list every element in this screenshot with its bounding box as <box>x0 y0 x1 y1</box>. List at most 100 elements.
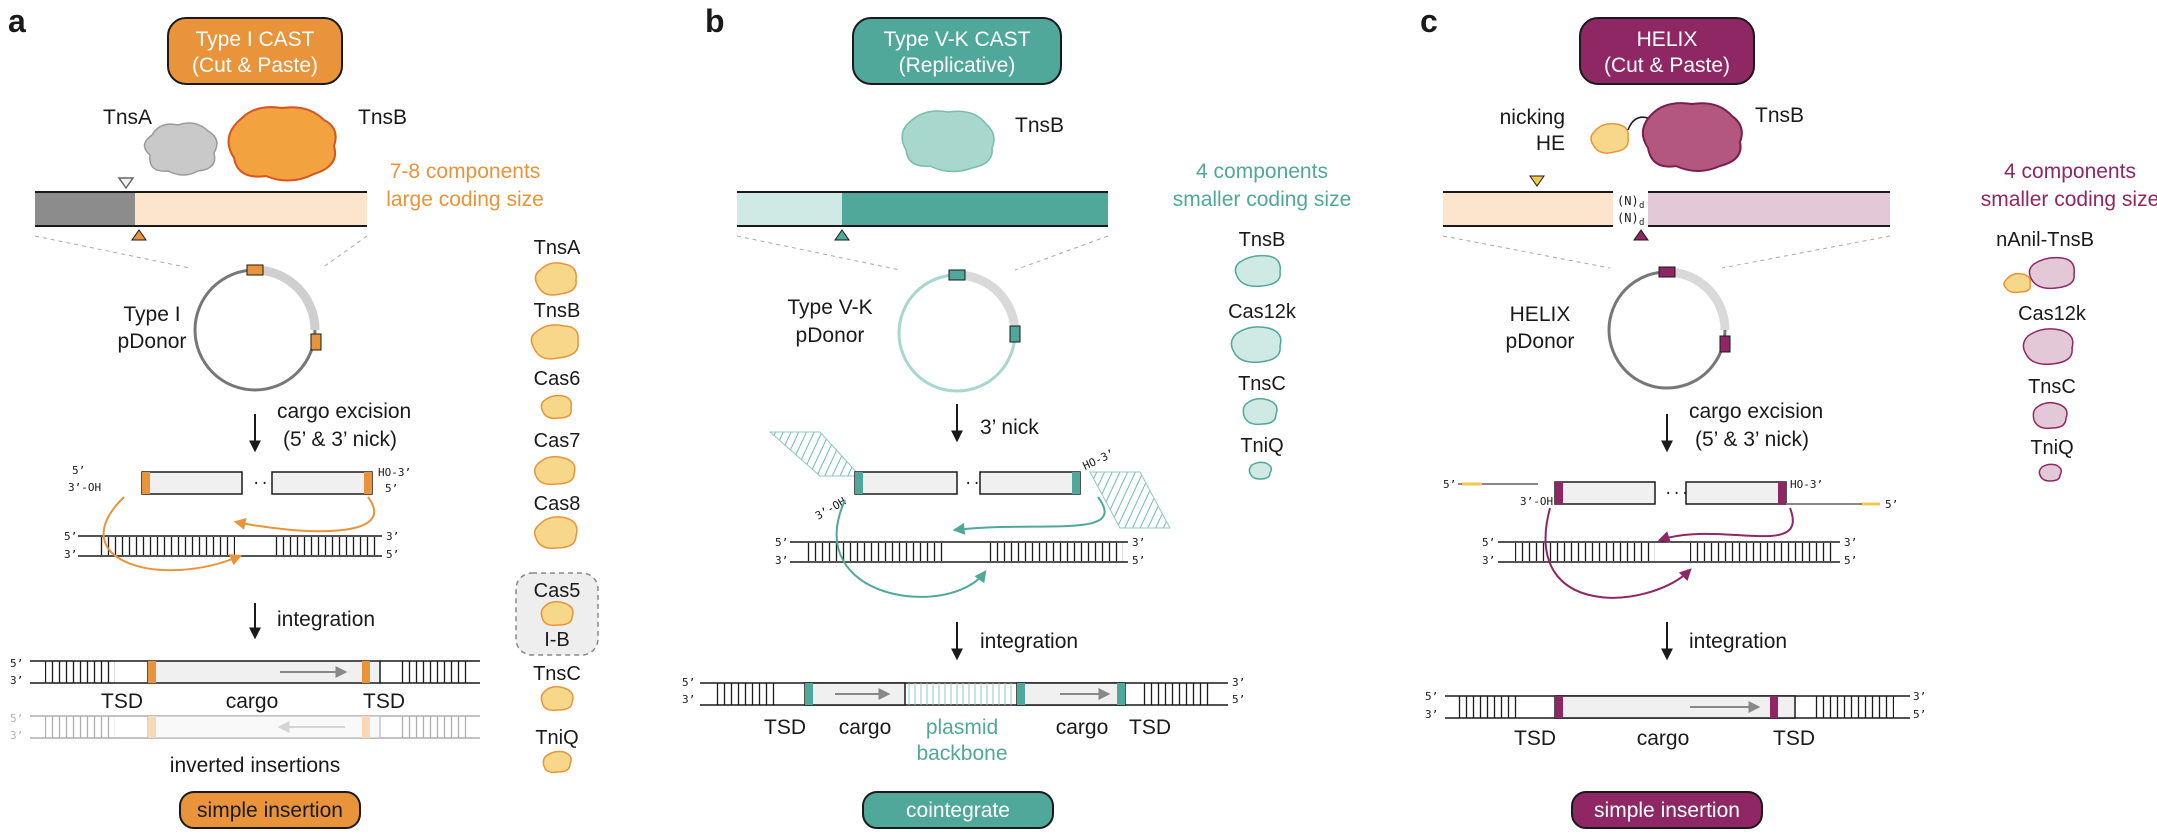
end-label: 5’ <box>10 657 23 670</box>
spacer-label: (N) <box>1617 211 1639 225</box>
cut-site-marker-icon <box>834 229 850 241</box>
target-segment-left <box>1443 192 1613 226</box>
component-list: TnsA TnsB Cas6 Cas7 Cas8 Cas5 I-B TnsC T… <box>515 237 599 774</box>
tnsb-protein-icon <box>1641 102 1743 172</box>
step1-label: 3’ nick <box>980 416 1039 439</box>
tsd-label: TSD <box>1129 716 1171 739</box>
coding-size: large coding size <box>386 188 544 211</box>
step1-line-1: cargo excision <box>1689 400 1823 423</box>
coding-size: smaller coding size <box>1173 188 1352 211</box>
pill-line-2: (Cut & Paste) <box>1604 54 1730 77</box>
list-item: TnsC <box>533 663 581 685</box>
target-segment-right <box>1648 192 1890 226</box>
end-label: 5’ <box>682 676 695 689</box>
target-segment <box>135 192 367 226</box>
outcome-label: cointegrate <box>906 799 1010 822</box>
pdonor-label-2: pDonor <box>796 324 865 347</box>
panel-letter: c <box>1420 3 1438 39</box>
coding-size: smaller coding size <box>1981 188 2157 211</box>
step2-label: integration <box>980 630 1078 653</box>
end-label: 3’ <box>682 693 695 706</box>
panel-a: a Type I CAST (Cut & Paste) TnsA TnsB 7-… <box>8 3 599 829</box>
outcome-badge <box>862 791 1054 829</box>
end-label: 3’ <box>1425 708 1438 721</box>
title-pill <box>167 17 343 85</box>
backbone-label-1: plasmid <box>926 716 998 739</box>
pill-line-2: (Cut & Paste) <box>192 54 318 77</box>
pill-line-1: Type V-K CAST <box>883 28 1030 51</box>
spacer-segment <box>737 192 842 226</box>
spacer-sub: d <box>1639 218 1644 228</box>
end-label: 3’-OH <box>68 481 101 494</box>
end-label: 3’ <box>1913 690 1926 703</box>
pill-line-2: (Replicative) <box>899 54 1016 77</box>
end-label: 3’ <box>1232 676 1245 689</box>
end-label: 3’ <box>64 548 77 561</box>
cas12k-shape-icon <box>1230 326 1282 364</box>
end-label: 3’ <box>10 674 23 687</box>
tniq-shape-icon <box>2038 463 2063 482</box>
tsd-label: TSD <box>101 690 143 713</box>
end-label: 5’ <box>1443 478 1456 491</box>
ellipsis: ··· <box>252 476 277 492</box>
components-count: 4 components <box>1196 160 1328 183</box>
list-item: Cas12k <box>2018 303 2087 325</box>
step1-line-2: (5’ & 3’ nick) <box>1695 428 1809 451</box>
strand-transfer-arrow <box>233 496 376 533</box>
cas8-shape-icon <box>533 516 578 550</box>
end-label: 5’ <box>64 530 77 543</box>
pdonor-label-2: pDonor <box>1506 330 1575 353</box>
pdonor-label-2: pDonor <box>118 330 187 353</box>
end-label: HO-3’ <box>1790 478 1823 491</box>
end-label: 3’-OH <box>1520 495 1553 508</box>
nanil-shape-icon <box>2003 272 2032 294</box>
list-item: TnsB <box>534 300 581 322</box>
tnsb-shape-icon <box>530 324 579 360</box>
list-item: I-B <box>544 629 570 651</box>
cut-site-marker-icon <box>1633 229 1649 241</box>
component-list: TnsB Cas12k TnsC TniQ <box>1228 229 1297 480</box>
end-label: 5’ <box>385 482 398 495</box>
title-pill <box>852 17 1062 85</box>
list-item: TniQ <box>1240 435 1283 457</box>
end-label: 3’ <box>1132 536 1145 549</box>
end-label: 3’ <box>1844 536 1857 549</box>
end-label: 3’ <box>10 729 23 742</box>
backbone-label-2: backbone <box>916 742 1007 765</box>
outcome-label: simple insertion <box>197 799 343 822</box>
pdonor-label-1: Type V-K <box>787 296 872 319</box>
list-item: TnsC <box>1238 373 1286 395</box>
cargo-label: cargo <box>1637 727 1690 750</box>
cas12k-shape-icon <box>2022 328 2074 366</box>
pdonor-label-1: HELIX <box>1510 303 1571 326</box>
end-label: 5’ <box>1913 708 1926 721</box>
tsd-label: TSD <box>363 690 405 713</box>
list-item: TnsC <box>2028 376 2076 398</box>
tnsa-protein-icon <box>143 122 218 176</box>
cargo-label: cargo <box>226 690 279 713</box>
pdonor-label-1: Type I <box>123 303 180 326</box>
components-count: 7-8 components <box>390 160 541 183</box>
ellipsis: ··· <box>1664 486 1689 502</box>
tnsc-shape-icon <box>2032 401 2068 430</box>
list-item: TniQ <box>2030 437 2073 459</box>
tsd-label: TSD <box>764 716 806 739</box>
protein-label-tnsb: TnsB <box>1755 104 1804 127</box>
title-pill <box>1579 17 1755 85</box>
cas5-shape-icon <box>540 600 574 627</box>
strand-transfer-arrow <box>835 499 987 598</box>
end-label: 5’ <box>1844 554 1857 567</box>
list-item: Cas12k <box>1228 301 1297 323</box>
step2-label: integration <box>277 608 375 631</box>
spacer-segment <box>35 192 135 226</box>
tsd-label: TSD <box>1514 727 1556 750</box>
pam-marker-icon <box>117 177 135 190</box>
components-count: 4 components <box>2004 160 2136 183</box>
strand-transfer-arrow <box>952 496 1106 535</box>
list-item: Cas6 <box>534 368 581 390</box>
list-item: Cas7 <box>534 430 581 452</box>
tnsb-protein-icon <box>901 110 995 173</box>
cargo-label: cargo <box>1056 716 1109 739</box>
nicking-he-protein-icon <box>1590 122 1629 154</box>
